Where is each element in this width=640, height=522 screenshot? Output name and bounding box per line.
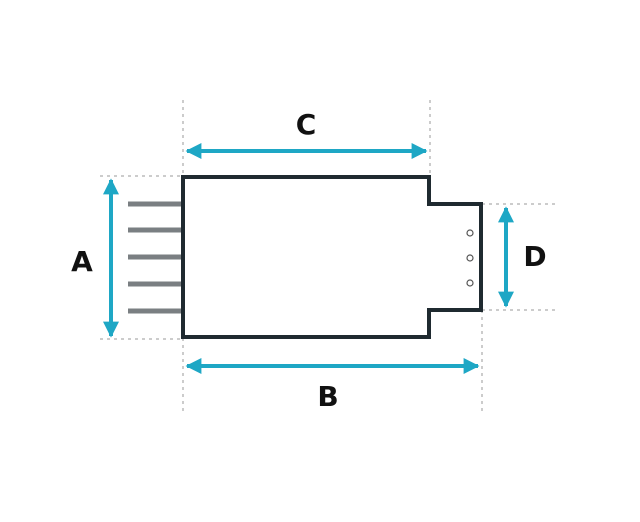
dimension-label-d: D <box>523 240 546 273</box>
mounting-holes <box>466 229 474 287</box>
dimension-label-b: B <box>317 380 338 413</box>
hole <box>466 279 474 287</box>
board-outline <box>181 175 483 339</box>
header-pins <box>128 201 183 314</box>
dimension-label-a: A <box>71 245 93 278</box>
extension-lines <box>100 100 557 415</box>
dimension-arrows <box>103 143 514 374</box>
hole <box>466 254 474 262</box>
hole <box>466 229 474 237</box>
dimension-label-c: C <box>296 108 317 141</box>
